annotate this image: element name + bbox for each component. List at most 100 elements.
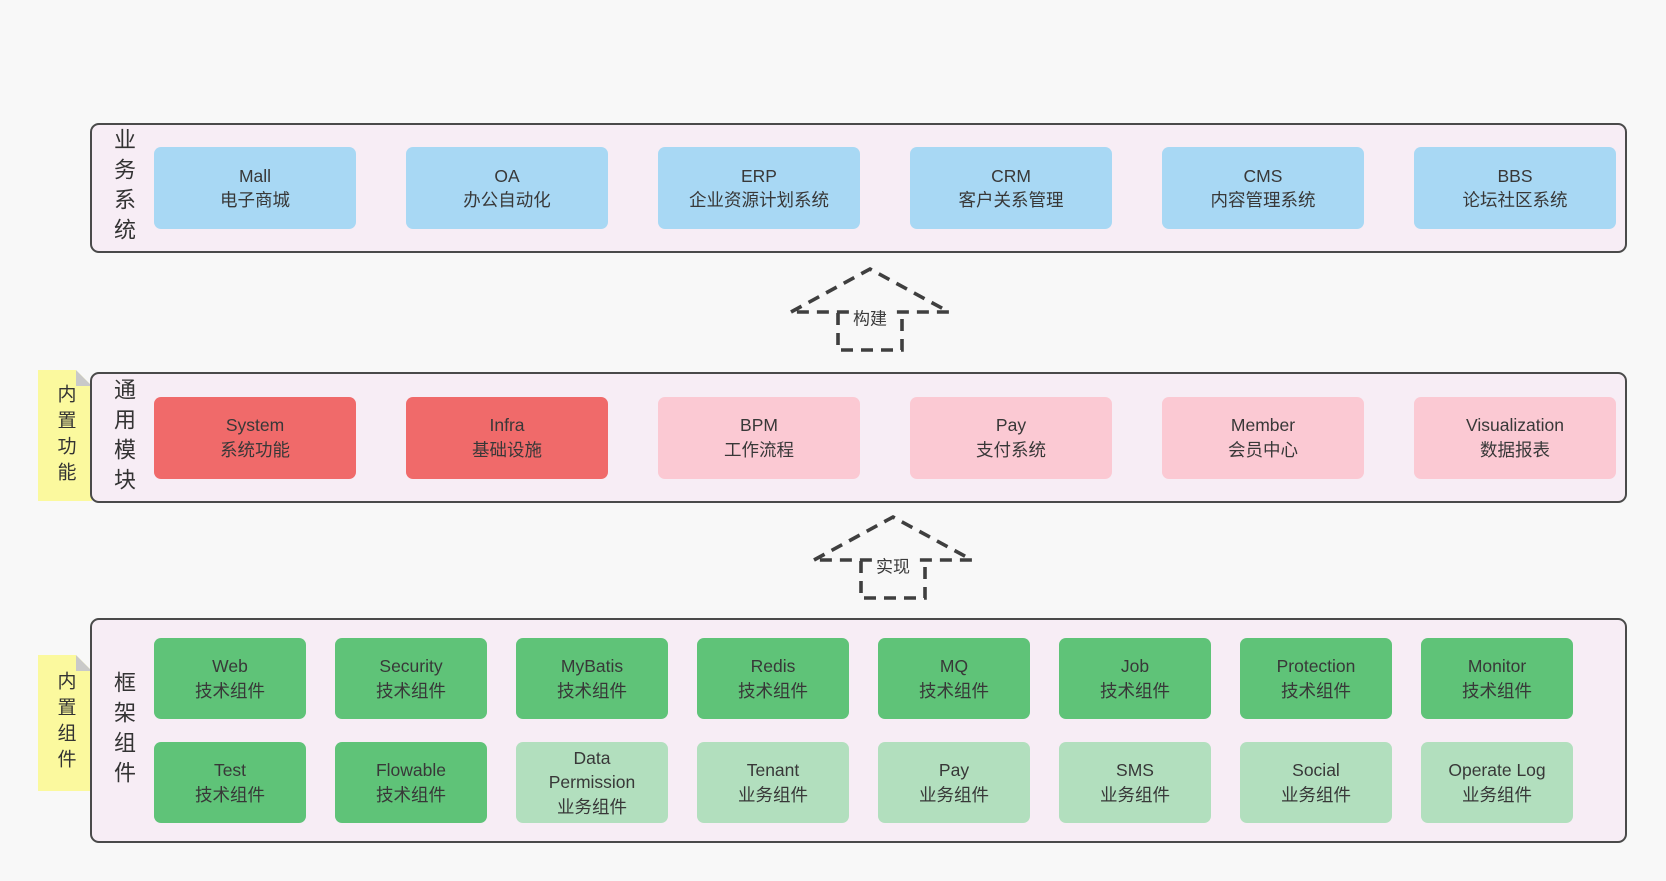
box-desc: 企业资源计划系统 (689, 190, 829, 210)
box-desc: 业务组件 (557, 796, 627, 817)
box-desc: 技术组件 (376, 784, 446, 805)
box-desc: 技术组件 (557, 680, 627, 701)
box-name: SMS (1116, 760, 1154, 781)
box-flowable: Flowable 技术组件 (335, 742, 487, 823)
box-bbs: BBS 论坛社区系统 (1414, 147, 1616, 229)
box-data-permission: Data Permission 业务组件 (516, 742, 668, 823)
box-mall: Mall 电子商城 (154, 147, 356, 229)
box-web: Web 技术组件 (154, 638, 306, 719)
dashed-up-arrow-icon (813, 514, 973, 600)
box-name: System (225, 415, 285, 436)
components-row-1: Web 技术组件 Security 技术组件 MyBatis 技术组件 Redi… (154, 638, 1573, 719)
box-desc: 技术组件 (1100, 680, 1170, 701)
implement-arrow-label: 实现 (872, 550, 914, 580)
build-arrow-label: 构建 (849, 302, 891, 332)
box-protection: Protection 技术组件 (1240, 638, 1392, 719)
business-boxes-row: Mall 电子商城 OA 办公自动化 ERP 企业资源计划系统 CRM 客户关系… (154, 147, 1616, 229)
box-social: Social 业务组件 (1240, 742, 1392, 823)
box-name: Protection (1276, 656, 1356, 677)
box-desc: 业务组件 (738, 784, 808, 805)
box-sms: SMS 业务组件 (1059, 742, 1211, 823)
box-name: Infra (489, 415, 525, 436)
layer-title: 业务系统 (111, 128, 136, 248)
box-member: Member 会员中心 (1162, 396, 1364, 479)
box-desc: 技术组件 (919, 680, 989, 701)
box-name: Job (1120, 656, 1150, 677)
components-row-2: Test 技术组件 Flowable 技术组件 Data Permission … (154, 742, 1573, 823)
box-desc: 工作流程 (724, 439, 794, 460)
box-name: Pay (995, 415, 1027, 436)
box-desc: 会员中心 (1228, 439, 1298, 460)
box-pay-component: Pay 业务组件 (878, 742, 1030, 823)
box-operate-log: Operate Log 业务组件 (1421, 742, 1573, 823)
box-desc: 业务组件 (1100, 784, 1170, 805)
box-name: Tenant (746, 760, 800, 781)
box-mq: MQ 技术组件 (878, 638, 1030, 719)
box-infra: Infra 基础设施 (406, 396, 608, 479)
layer-title: 框架组件 (111, 670, 136, 791)
box-name: Social (1292, 760, 1340, 781)
sticky-note-label: 内置功能 (54, 383, 76, 488)
box-security: Security 技术组件 (335, 638, 487, 719)
implement-arrow: 实现 (808, 513, 978, 603)
box-desc: 业务组件 (1462, 784, 1532, 805)
box-desc: 技术组件 (1281, 680, 1351, 701)
box-name: BBS (1497, 165, 1533, 186)
box-desc: 客户关系管理 (958, 190, 1064, 210)
box-oa: OA 办公自动化 (406, 147, 608, 229)
box-mybatis: MyBatis 技术组件 (516, 638, 668, 719)
box-desc: 业务组件 (919, 784, 989, 805)
box-name: Member (1230, 415, 1296, 436)
layer-label-column: 框架组件 (92, 671, 154, 791)
box-desc: 办公自动化 (463, 190, 551, 210)
modules-boxes-row: System 系统功能 Infra 基础设施 BPM 工作流程 Pay 支付系统… (154, 396, 1616, 479)
layer-label-column: 业务系统 (92, 128, 154, 248)
components-rows: Web 技术组件 Security 技术组件 MyBatis 技术组件 Redi… (154, 638, 1573, 823)
box-bpm: BPM 工作流程 (658, 396, 860, 479)
box-desc: 业务组件 (1281, 784, 1351, 805)
box-desc: 论坛社区系统 (1462, 190, 1568, 210)
sticky-note-built-in-features: 内置功能 (38, 370, 92, 501)
box-name: BPM (740, 415, 778, 436)
layer-framework-components: 框架组件 Web 技术组件 Security 技术组件 MyBatis 技术组件… (90, 618, 1627, 843)
box-desc: 系统功能 (220, 439, 290, 460)
layer-common-modules: 通用模块 System 系统功能 Infra 基础设施 BPM 工作流程 Pay… (90, 372, 1627, 503)
box-name: Flowable (375, 760, 447, 781)
box-job: Job 技术组件 (1059, 638, 1211, 719)
box-desc: 技术组件 (195, 784, 265, 805)
box-name: MQ (939, 656, 969, 677)
box-desc: 支付系统 (976, 439, 1046, 460)
box-name: MyBatis (560, 656, 624, 677)
box-desc: 技术组件 (738, 680, 808, 701)
box-visualization: Visualization 数据报表 (1414, 396, 1616, 479)
box-redis: Redis 技术组件 (697, 638, 849, 719)
box-name: Monitor (1467, 656, 1527, 677)
box-name: Redis (750, 656, 796, 677)
box-name: Operate Log (1448, 760, 1546, 781)
box-tenant: Tenant 业务组件 (697, 742, 849, 823)
box-name: ERP (741, 165, 777, 186)
box-erp: ERP 企业资源计划系统 (658, 147, 860, 229)
layer-business-systems: 业务系统 Mall 电子商城 OA 办公自动化 ERP 企业资源计划系统 CRM… (90, 123, 1627, 253)
box-desc: 电子商城 (220, 190, 290, 210)
box-cms: CMS 内容管理系统 (1162, 147, 1364, 229)
box-crm: CRM 客户关系管理 (910, 147, 1112, 229)
box-name: Test (213, 760, 247, 781)
layer-title: 通用模块 (111, 377, 136, 498)
box-desc: 基础设施 (472, 439, 542, 460)
box-system: System 系统功能 (154, 396, 356, 479)
box-name: Pay (938, 760, 970, 781)
box-desc: 技术组件 (1462, 680, 1532, 701)
box-name: Visualization (1466, 415, 1564, 436)
box-pay-system: Pay 支付系统 (910, 396, 1112, 479)
box-name: Mall (238, 165, 272, 186)
box-test: Test 技术组件 (154, 742, 306, 823)
box-name: OA (494, 165, 520, 186)
box-name: Web (212, 656, 248, 677)
box-desc: 数据报表 (1480, 439, 1550, 460)
box-desc: 技术组件 (376, 680, 446, 701)
sticky-note-label: 内置组件 (54, 671, 76, 775)
box-desc: 技术组件 (195, 680, 265, 701)
box-desc: 内容管理系统 (1210, 190, 1316, 210)
